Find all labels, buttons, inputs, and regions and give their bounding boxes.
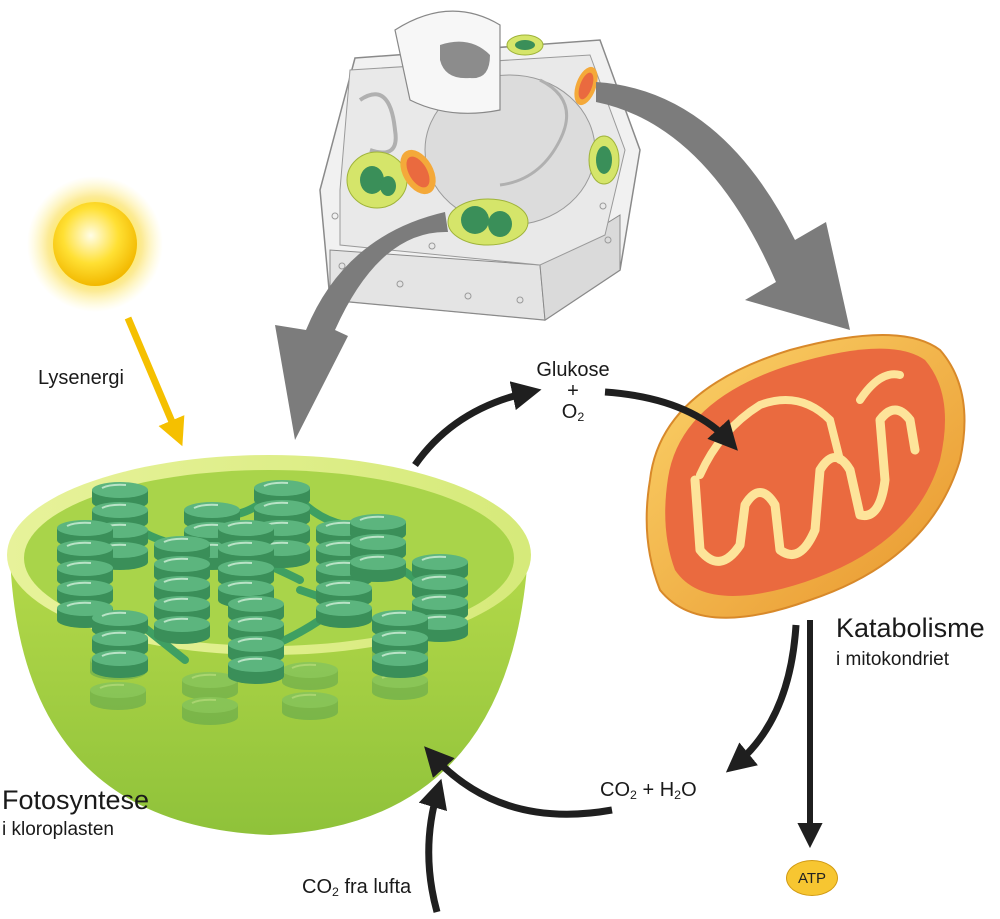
co2-h2o-label: CO2 + H2O (600, 779, 697, 803)
light-energy-arrow (124, 316, 185, 447)
catabolism-subtitle: i mitokondriet (836, 649, 949, 670)
chloroplast-illustration (7, 455, 531, 835)
cycle-arrow-to-chloroplast (424, 746, 613, 818)
photosynthesis-title: Fotosyntese (2, 785, 150, 815)
atp-badge: ATP (786, 860, 838, 896)
cell-mitochondrion (400, 149, 436, 195)
cell-chloroplast (588, 135, 620, 185)
glucose-label: Glukose (536, 359, 610, 381)
o2-label: O2 (561, 401, 585, 425)
plus-sign: + (567, 380, 579, 402)
co2-from-air-label: CO2 fra lufta (302, 876, 412, 900)
catabolism-title: Katabolisme (836, 613, 985, 643)
glucose-o2-label: Glukose + O2 (518, 359, 628, 425)
cycle-arrow-to-mitochondrion (604, 388, 738, 451)
plant-cell-illustration (319, 10, 641, 321)
co2-air-arrow (418, 778, 448, 913)
mitochondrion-illustration (645, 334, 966, 619)
sun-icon (27, 176, 163, 312)
cycle-arrow-to-glucose (412, 381, 542, 468)
cell-chloroplast (506, 34, 544, 56)
cell-chloroplast (447, 198, 529, 246)
cell-chloroplast (346, 151, 408, 209)
cell-mitochondrion (574, 66, 598, 106)
cell-to-chloroplast-arrow (275, 212, 448, 440)
cell-to-mitochondrion-arrow (596, 82, 850, 330)
cycle-arrow-to-co2-h2o (725, 624, 800, 773)
photosynthesis-subtitle: i kloroplasten (2, 819, 114, 840)
light-energy-label: Lysenergi (38, 367, 124, 389)
atp-label: ATP (797, 869, 827, 887)
